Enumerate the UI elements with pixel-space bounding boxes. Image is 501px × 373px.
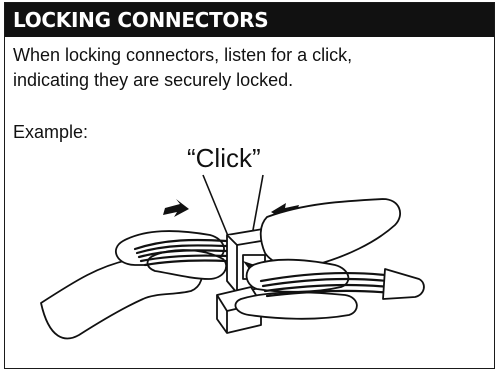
- instruction-line-1: When locking connectors, listen for a cl…: [13, 43, 483, 68]
- left-hand: [41, 231, 226, 338]
- push-arrow-icon: [243, 261, 255, 269]
- click-callout-lines: [203, 175, 263, 253]
- click-callout-label: “Click”: [187, 143, 261, 173]
- example-label: Example:: [13, 121, 88, 143]
- panel-title: LOCKING CONNECTORS: [13, 10, 268, 30]
- instruction-line-2: indicating they are securely locked.: [13, 68, 483, 93]
- locking-connectors-panel: LOCKING CONNECTORS When locking connecto…: [4, 2, 495, 369]
- right-wire-bundle: [261, 273, 391, 296]
- instruction-text: When locking connectors, listen for a cl…: [13, 43, 483, 93]
- right-hand: [235, 199, 400, 319]
- title-bar: LOCKING CONNECTORS: [5, 3, 494, 37]
- arrow-left-icon: [271, 203, 299, 221]
- left-wire-bundle: [135, 240, 227, 265]
- wire-sleeve: [383, 269, 424, 299]
- connector-housing: [217, 229, 273, 333]
- arrow-right-icon: [163, 199, 189, 217]
